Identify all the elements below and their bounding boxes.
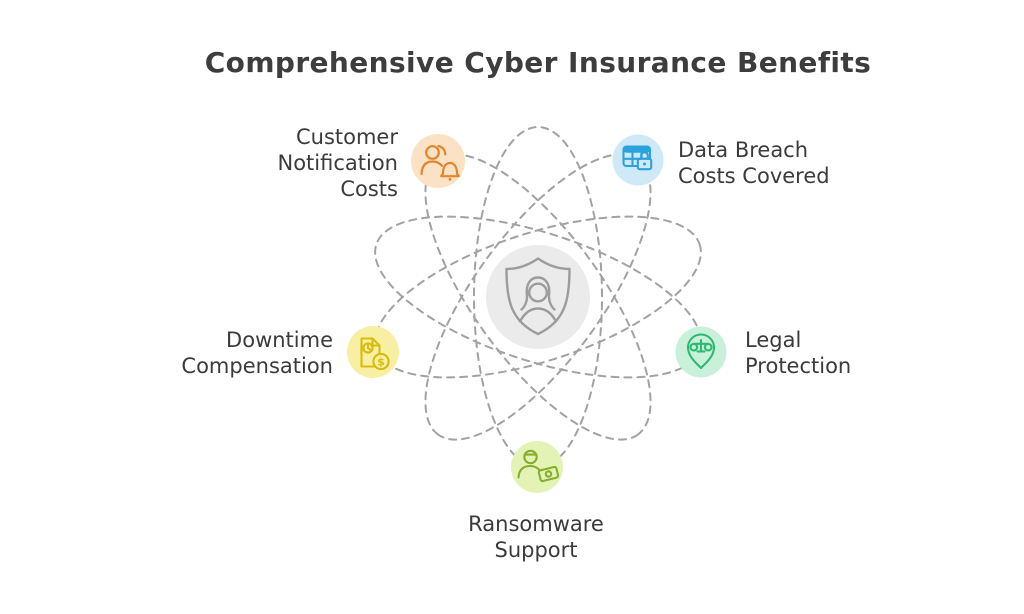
node-circle-customer-notification [411, 134, 465, 188]
user-bell-icon [420, 144, 460, 181]
dollar-glyph: $ [377, 356, 385, 369]
diagram-title: Comprehensive Cyber Insurance Benefits [204, 46, 872, 79]
node-label-data-breach-costs-covered: Data Breach Costs Covered [678, 138, 830, 188]
table-lock-icon [622, 145, 653, 171]
node-label-ransomware-support: Ransomware Support [468, 512, 604, 562]
node-label-downtime-compensation: Downtime Compensation [181, 328, 333, 378]
node-label-customer-notification-costs: Customer Notification Costs [277, 125, 399, 201]
invoice-time-icon: $ [360, 337, 390, 371]
node-label-legal-protection: Legal Protection [745, 328, 852, 378]
node-circle-downtime [347, 326, 399, 378]
shield-user-icon [505, 257, 571, 336]
orbit-ellipse [424, 153, 652, 441]
person-cash-icon [517, 449, 560, 483]
hub-circle [486, 245, 590, 349]
orbit-ellipse [424, 153, 652, 441]
orbit-ellipse [374, 215, 702, 379]
scales-pin-icon [686, 333, 716, 370]
